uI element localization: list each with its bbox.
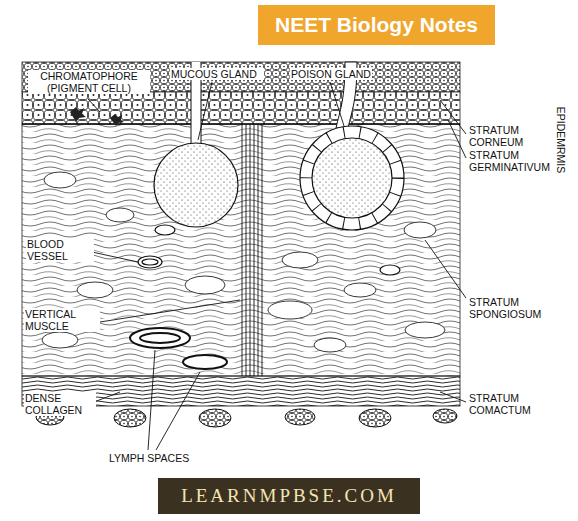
poison-gland: [312, 138, 392, 218]
vertical-muscle: [242, 124, 262, 376]
title-banner: NEET Biology Notes: [258, 5, 495, 45]
leader-line: [100, 300, 240, 322]
vertical-muscle: [250, 124, 251, 376]
dermal-spaces: [42, 332, 78, 348]
dermal-spaces: [77, 282, 113, 298]
dermal-spaces: [268, 301, 312, 319]
poison-gland: [300, 126, 404, 230]
dermal-spaces: [314, 338, 346, 352]
dermis: [22, 124, 460, 376]
dermal-spaces: [405, 322, 445, 338]
basal-cell-clusters: [285, 409, 315, 425]
part-label: BLOOD VESSEL: [26, 238, 94, 262]
vertical-muscle: [246, 124, 247, 376]
vertical-muscle: [242, 124, 243, 376]
vertical-muscle: [258, 124, 259, 376]
dermal-spaces: [282, 252, 318, 268]
blood-vessel: [138, 256, 162, 268]
vertical-muscle: [254, 124, 255, 376]
basal-cell-clusters: [433, 409, 457, 423]
leader-line: [198, 82, 212, 140]
mucous-gland: [154, 62, 238, 227]
leader-line: [94, 392, 120, 402]
chromatophore: [70, 107, 86, 122]
dermal-spaces: [404, 222, 436, 238]
epidermis: [22, 92, 460, 124]
leader-line: [448, 120, 466, 158]
basal-cell-clusters: [359, 409, 391, 427]
epidermis: [22, 62, 460, 124]
layer-name: EPIDEMRMIS: [555, 106, 567, 175]
banner-text: LEARNMPBSE.COM: [181, 485, 397, 507]
part-label: MUCOUS GLAND: [170, 68, 264, 80]
leader-line: [440, 392, 466, 402]
blood-vessel: [380, 265, 400, 275]
leader-line: [425, 240, 466, 298]
dermis: [22, 124, 460, 376]
banner-text: NEET Biology Notes: [275, 13, 478, 37]
vertical-muscle: [262, 124, 263, 376]
basal-cell-clusters: [36, 409, 457, 427]
watermark-banner: LEARNMPBSE.COM: [158, 478, 420, 514]
dermal-spaces: [44, 172, 76, 188]
lymph-space: [130, 328, 227, 369]
part-label: DENSE COLLAGEN: [24, 392, 96, 416]
mucous-gland: [154, 143, 238, 227]
blood-vessel: [142, 259, 158, 265]
blood-vessel: [155, 225, 175, 235]
dermal-spaces: [106, 208, 134, 222]
part-label: VERTICAL MUSCLE: [24, 308, 100, 332]
part-label: STRATUM SPONGIOSUM: [468, 296, 554, 320]
leader-line: [88, 99, 100, 112]
mucous-gland: [154, 143, 238, 227]
lymph-space: [130, 328, 190, 348]
chromatophore: [70, 107, 124, 126]
lymph-space: [140, 333, 180, 343]
dermal-spaces: [185, 276, 225, 294]
blood-vessel: [138, 225, 400, 275]
part-label: POISON GLAND: [290, 68, 372, 80]
part-label: CHROMATOPHORE (PIGMENT CELL): [28, 70, 150, 94]
part-label: STRATUM GERMINATIVUM: [468, 149, 554, 173]
dermal-spaces: [344, 283, 376, 297]
part-label: STRATUM COMACTUM: [468, 392, 554, 416]
basal-cell-clusters: [199, 409, 231, 427]
leader-line: [440, 100, 466, 134]
poison-gland: [306, 132, 398, 224]
part-label: LYMPH SPACES: [108, 452, 210, 464]
chromatophore: [110, 114, 124, 126]
basal-cell-clusters: [114, 409, 146, 427]
leader-line: [148, 350, 155, 450]
epidermis: [22, 123, 460, 124]
leader-line: [156, 372, 200, 450]
leader-line: [92, 252, 138, 262]
lymph-space: [183, 355, 227, 369]
leader-line: [330, 82, 344, 126]
part-label: STRATUM CORNEUM: [468, 124, 554, 148]
leader-line: [88, 82, 466, 450]
poison-gland: [300, 62, 404, 230]
